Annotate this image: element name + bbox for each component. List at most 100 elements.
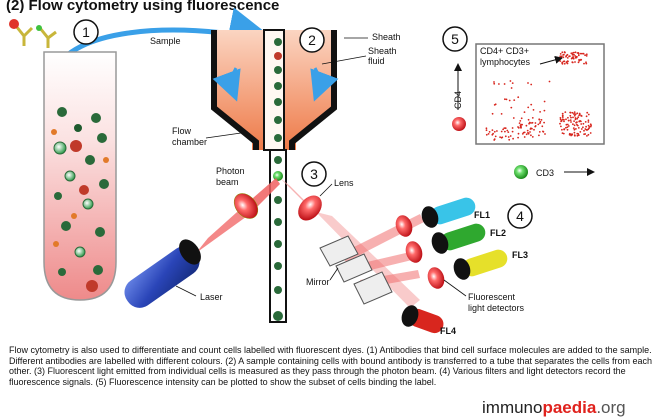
sample-cells bbox=[51, 107, 109, 292]
plot-dot bbox=[570, 116, 572, 119]
plot-dot bbox=[508, 138, 511, 141]
plot-dot bbox=[509, 80, 512, 82]
plot-dot bbox=[504, 130, 506, 133]
plot-dot bbox=[572, 123, 574, 126]
stream-cells bbox=[273, 38, 283, 321]
label-sheath-fluid-2: fluid bbox=[368, 56, 385, 66]
label-sheath-fluid-1: Sheath bbox=[368, 46, 397, 56]
plot-dot bbox=[543, 100, 546, 103]
step-marker-3: 3 bbox=[301, 161, 327, 187]
plot-dot bbox=[577, 54, 580, 57]
plot-dot bbox=[585, 125, 587, 128]
plot-dot bbox=[589, 132, 592, 134]
plot-dot bbox=[582, 52, 585, 55]
plot-dot bbox=[512, 117, 515, 119]
plot-dot bbox=[531, 136, 534, 138]
label-sheath: Sheath bbox=[372, 32, 401, 42]
label-fl2: FL2 bbox=[490, 228, 506, 238]
plot-dot bbox=[570, 121, 572, 123]
plot-dot bbox=[509, 135, 512, 137]
immunopaedia-logo: immunopaedia.org bbox=[482, 398, 626, 418]
plot-dot bbox=[569, 119, 572, 121]
plot-dot bbox=[572, 51, 575, 54]
plot-dot bbox=[485, 127, 488, 130]
plot-dot bbox=[561, 116, 564, 118]
plot-dot bbox=[503, 127, 506, 129]
sample-stream bbox=[269, 38, 287, 323]
plot-dot bbox=[511, 127, 514, 129]
plot-dot bbox=[575, 56, 578, 59]
plot-dot bbox=[507, 131, 510, 134]
plot-dot bbox=[569, 114, 572, 117]
plot-dot bbox=[493, 82, 496, 85]
plot-dot bbox=[568, 55, 570, 58]
plot-dot bbox=[561, 51, 564, 54]
plot-dot bbox=[563, 118, 565, 121]
plot-dot bbox=[511, 82, 514, 84]
plot-dot bbox=[525, 133, 528, 136]
plot-dot bbox=[534, 122, 537, 124]
plot-dot bbox=[583, 133, 585, 136]
plot-dot bbox=[575, 121, 577, 124]
step-marker-5: 5 bbox=[442, 26, 468, 52]
plot-dot bbox=[564, 111, 567, 113]
plot-dot bbox=[583, 129, 585, 132]
plot-dot bbox=[527, 132, 530, 135]
plot-ylabel: CD4 bbox=[453, 91, 463, 109]
plot-dot bbox=[526, 129, 529, 132]
plot-dot bbox=[523, 136, 526, 138]
cd4-dye-icon bbox=[452, 117, 466, 131]
plot-dot bbox=[534, 125, 537, 127]
plot-dot bbox=[512, 137, 514, 140]
plot-dots bbox=[485, 51, 592, 141]
plot-dot bbox=[571, 133, 573, 136]
plot-dot bbox=[496, 130, 498, 132]
step-number: 4 bbox=[516, 208, 524, 224]
step-number: 3 bbox=[310, 166, 318, 182]
plot-dot bbox=[500, 130, 503, 133]
label-sample: Sample bbox=[150, 36, 181, 46]
plot-dot bbox=[585, 53, 588, 56]
plot-dot bbox=[485, 133, 488, 136]
plot-dot bbox=[521, 133, 524, 135]
plot-dot bbox=[539, 120, 542, 123]
plot-dot bbox=[585, 115, 588, 118]
plot-dot bbox=[563, 62, 566, 65]
step-number: 2 bbox=[308, 32, 316, 48]
plot-dot bbox=[569, 111, 572, 114]
plot-dot bbox=[574, 61, 576, 63]
plot-dot bbox=[523, 111, 526, 113]
plot-dot bbox=[494, 135, 497, 138]
plot-dot bbox=[520, 123, 523, 126]
plot-dot bbox=[527, 82, 529, 84]
plot-dot bbox=[578, 59, 581, 62]
plot-dot bbox=[540, 119, 543, 121]
plot-dot bbox=[491, 129, 494, 132]
plot-dot bbox=[510, 106, 513, 109]
plot-dot bbox=[589, 123, 592, 126]
plot-dot bbox=[533, 128, 535, 131]
plot-dot bbox=[487, 133, 490, 135]
plot-dot bbox=[576, 52, 579, 54]
plot-dot bbox=[582, 122, 585, 125]
plot-dot bbox=[517, 96, 520, 99]
plot-dot bbox=[576, 117, 579, 120]
plot-dot bbox=[491, 112, 494, 115]
antibodies bbox=[9, 19, 57, 48]
plot-dot bbox=[525, 124, 528, 127]
plot-dot bbox=[517, 132, 520, 135]
plot-dot bbox=[561, 63, 564, 65]
plot-dot bbox=[589, 125, 592, 128]
plot-dot bbox=[574, 55, 577, 57]
plot-dot bbox=[559, 118, 562, 121]
plot-dot bbox=[531, 121, 534, 124]
plot-dot bbox=[576, 123, 578, 126]
plot-dot bbox=[572, 127, 575, 129]
plot-dot bbox=[574, 113, 577, 116]
logo-part-c: .org bbox=[596, 398, 626, 417]
plot-dot bbox=[510, 87, 513, 89]
mirrors bbox=[319, 235, 393, 305]
plot-dot bbox=[565, 118, 567, 121]
plot-dot bbox=[572, 56, 575, 58]
plot-dot bbox=[575, 127, 577, 130]
